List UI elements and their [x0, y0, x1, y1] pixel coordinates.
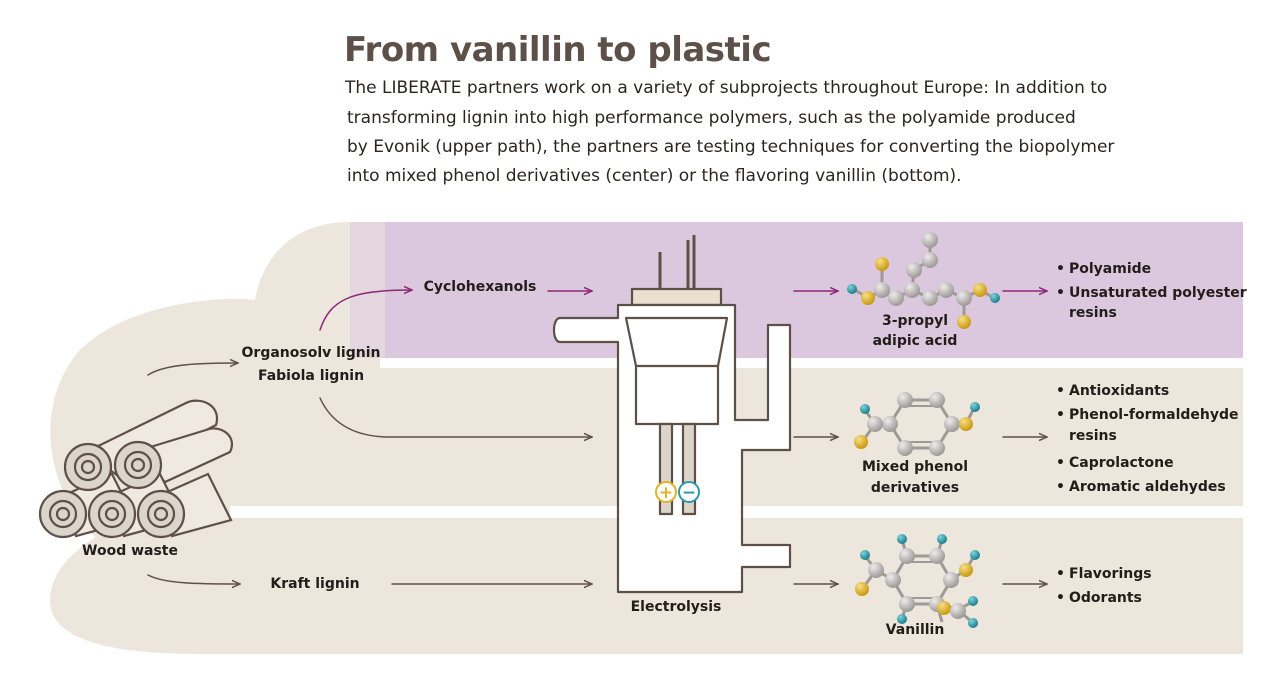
use-item: Phenol-formaldehyde — [1056, 403, 1239, 427]
adipic-acid-label-line1: 3-propyl — [881, 313, 949, 329]
log-pile-icon — [38, 399, 233, 539]
middle-uses-list: Antioxidants Phenol-formaldehyde — [1056, 379, 1239, 427]
intro-line: transforming lignin into high performanc… — [347, 108, 1076, 128]
use-item: Flavorings — [1056, 562, 1152, 586]
arrow-organosolv-to-cyclohexanols — [319, 290, 412, 331]
phenol-derivatives-label-line1: Mixed phenol — [861, 459, 969, 475]
page-title: From vanillin to plastic — [344, 30, 772, 70]
propyl-adipic-acid-molecule-icon — [847, 232, 1000, 329]
arrow-fabiola-to-cell — [319, 397, 592, 437]
electrolysis-cell-icon — [552, 235, 792, 594]
use-item-continuation: resins — [1069, 305, 1117, 321]
cyclohexanols-label: Cyclohexanols — [423, 279, 537, 295]
flow-arrows — [147, 290, 1047, 584]
intro-line: The LIBERATE partners work on a variety … — [345, 78, 1108, 98]
background-bands — [50, 222, 1244, 654]
use-item: Polyamide — [1056, 257, 1247, 281]
organosolv-lignin-label: Organosolv lignin — [241, 345, 381, 361]
vanillin-label: Vanillin — [885, 622, 945, 638]
plus-electrode — [655, 481, 677, 503]
fabiola-lignin-label: Fabiola lignin — [257, 368, 365, 384]
minus-sign: − — [682, 483, 696, 503]
use-item-continuation: resins — [1069, 428, 1117, 444]
plus-sign: + — [659, 483, 673, 503]
electrolysis-label: Electrolysis — [630, 599, 722, 615]
phenol-derivative-molecule-icon — [854, 392, 980, 456]
middle-uses-list-cont: Caprolactone Aromatic aldehydes — [1056, 451, 1226, 499]
use-item: Odorants — [1056, 586, 1152, 610]
intro-line: into mixed phenol derivatives (center) o… — [347, 166, 962, 186]
lower-uses-list: Flavorings Odorants — [1056, 562, 1152, 610]
use-item: Aromatic aldehydes — [1056, 475, 1226, 499]
use-item: Antioxidants — [1056, 379, 1239, 403]
band-gap-1 — [380, 358, 1243, 368]
upper-uses-list: Polyamide Unsaturated polyester — [1056, 257, 1247, 305]
minus-electrode — [678, 481, 700, 503]
arrow-wood-to-kraft — [147, 574, 240, 584]
adipic-acid-label-line2: adipic acid — [872, 333, 958, 349]
phenol-derivatives-label-line2: derivatives — [870, 480, 960, 496]
arrow-wood-to-organosolv — [147, 363, 238, 376]
kraft-lignin-label: Kraft lignin — [270, 576, 360, 592]
intro-line: by Evonik (upper path), the partners are… — [347, 137, 1115, 157]
vanillin-molecule-icon — [855, 534, 980, 628]
wood-waste-label: Wood waste — [82, 543, 178, 559]
use-item: Unsaturated polyester — [1056, 281, 1247, 305]
use-item: Caprolactone — [1056, 451, 1226, 475]
